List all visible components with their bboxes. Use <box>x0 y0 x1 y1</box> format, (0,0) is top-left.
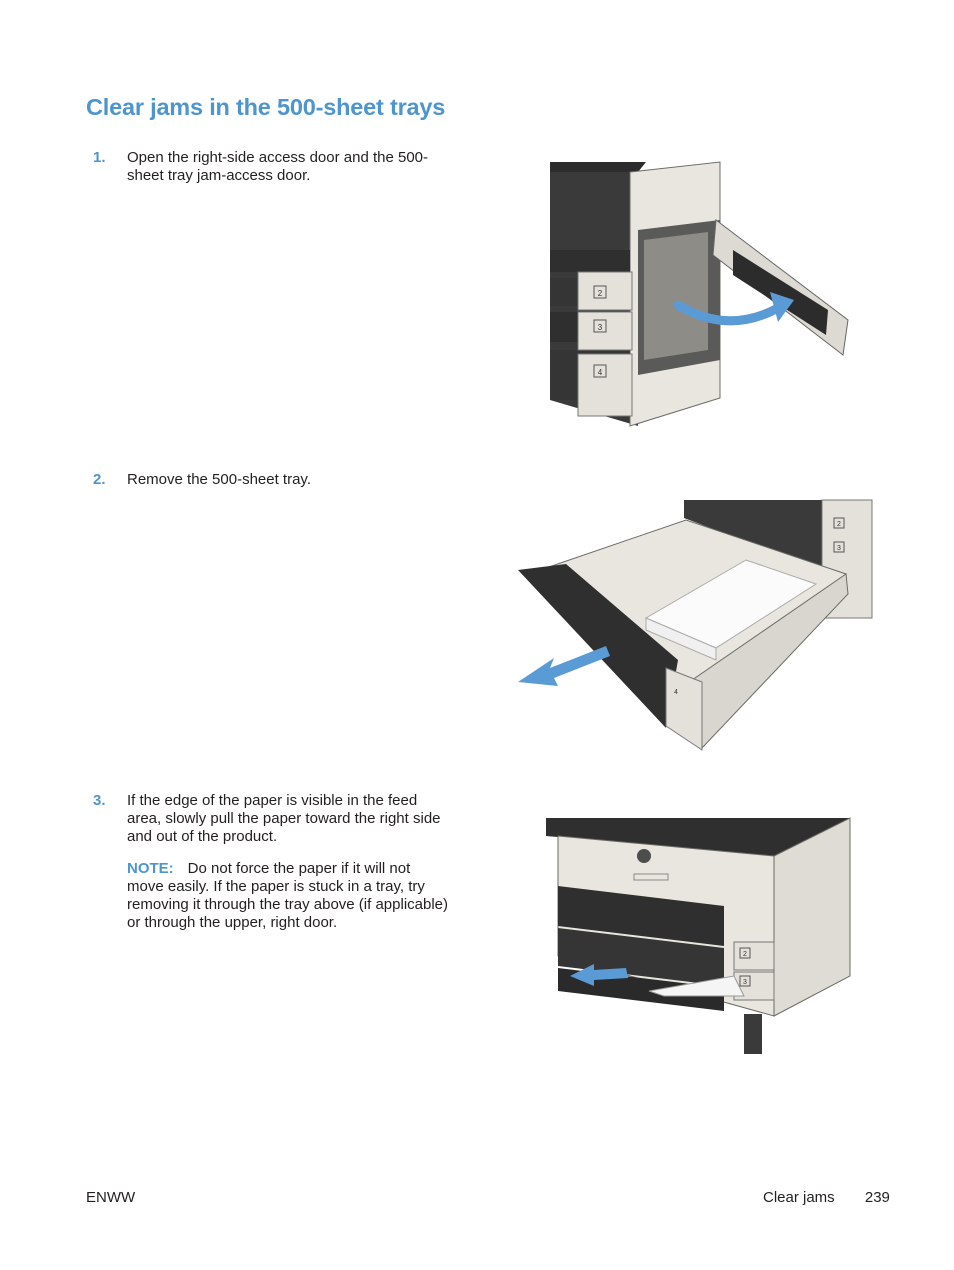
tray-label-4: 4 <box>598 368 603 377</box>
figure-open-right-door: 2 3 4 <box>550 161 849 427</box>
step-text: Remove the 500-sheet tray. <box>127 471 311 488</box>
page-number: 239 <box>864 1189 890 1206</box>
svg-text:3: 3 <box>743 979 747 986</box>
step-3: 3. If the edge of the paper is visible i… <box>93 792 453 942</box>
figure-pull-paper: 2 3 <box>546 817 851 1054</box>
step-number: 2. <box>93 471 106 488</box>
step-number: 3. <box>93 792 106 809</box>
footer-right: Clear jams 239 <box>763 1189 890 1206</box>
footer-section: Clear jams <box>763 1189 835 1206</box>
step-text: If the edge of the paper is visible in t… <box>127 792 441 845</box>
step-number: 1. <box>93 149 106 166</box>
svg-text:4: 4 <box>674 689 678 696</box>
tray-label-3: 3 <box>598 323 603 332</box>
svg-text:2: 2 <box>743 951 747 958</box>
svg-text:2: 2 <box>837 521 841 528</box>
figure-remove-tray: 2 3 4 <box>518 499 873 751</box>
tray-label-2: 2 <box>598 289 603 298</box>
note: NOTE:Do not force the paper if it will n… <box>127 860 449 932</box>
svg-text:3: 3 <box>837 545 841 552</box>
note-text: Do not force the paper if it will not mo… <box>127 860 449 931</box>
step-text: Open the right-side access door and the … <box>127 149 429 184</box>
page-title: Clear jams in the 500-sheet trays <box>86 94 446 120</box>
note-label: NOTE: <box>127 860 174 877</box>
footer-left: ENWW <box>86 1189 136 1206</box>
